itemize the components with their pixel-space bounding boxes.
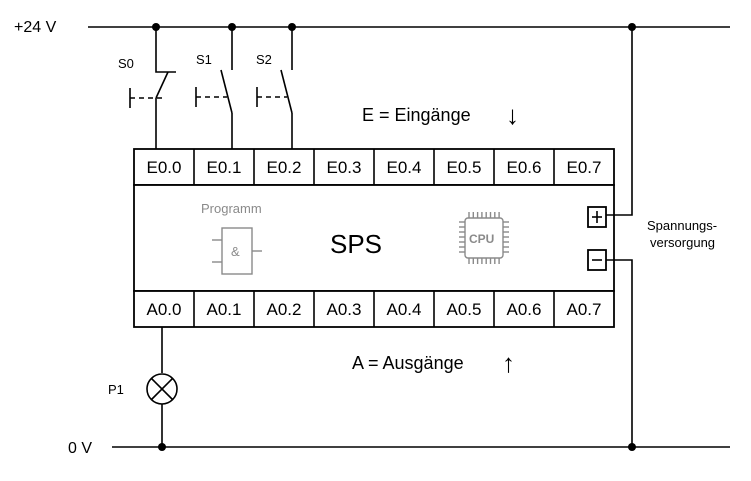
output-cell: A0.1	[207, 300, 242, 319]
input-cell: E0.0	[147, 158, 182, 177]
output-cell: A0.0	[147, 300, 182, 319]
switch-s0-label: S0	[118, 56, 134, 71]
power-label-line2: versorgung	[650, 235, 715, 250]
lamp-label: P1	[108, 382, 124, 397]
cpu-label: CPU	[469, 232, 494, 246]
switch-s1: S1	[195, 27, 233, 149]
input-cell: E0.1	[207, 158, 242, 177]
input-cell: E0.4	[387, 158, 422, 177]
output-cell: A0.4	[387, 300, 422, 319]
plc-title: SPS	[330, 229, 382, 259]
switch-s2: S2	[256, 27, 293, 149]
switch-s1-label: S1	[196, 52, 212, 67]
input-row: E0.0 E0.1 E0.2 E0.3 E0.4 E0.5 E0.6 E0.7	[133, 148, 615, 186]
power-minus-terminal	[587, 249, 607, 271]
lamp-p1: P1	[108, 327, 178, 447]
switch-s2-label: S2	[256, 52, 272, 67]
output-cell: A0.2	[267, 300, 302, 319]
power-label-line1: Spannungs-	[647, 218, 717, 233]
output-cell: A0.7	[567, 300, 602, 319]
input-cell: E0.6	[507, 158, 542, 177]
outputs-caption: A = Ausgänge	[352, 353, 464, 373]
plc-body: Programm & SPS CPU	[133, 184, 615, 292]
input-cell: E0.2	[267, 158, 302, 177]
output-cell: A0.6	[507, 300, 542, 319]
output-row: A0.0 A0.1 A0.2 A0.3 A0.4 A0.5 A0.6 A0.7	[133, 290, 615, 328]
inputs-caption: E = Eingänge	[362, 105, 471, 125]
top-rail-label: +24 V	[14, 19, 57, 36]
input-cell: E0.7	[567, 158, 602, 177]
supply-plus-wire	[606, 27, 633, 216]
power-plus-terminal	[587, 206, 607, 228]
down-arrow-icon: ↓	[506, 100, 519, 130]
cpu-icon: CPU	[459, 212, 509, 264]
output-cell: A0.3	[327, 300, 362, 319]
switch-s0: S0	[118, 27, 176, 149]
bottom-rail-label: 0 V	[68, 440, 92, 457]
input-cell: E0.5	[447, 158, 482, 177]
up-arrow-icon: ↑	[502, 348, 515, 378]
and-gate-icon: &	[212, 227, 262, 275]
output-cell: A0.5	[447, 300, 482, 319]
gate-symbol: &	[231, 244, 240, 259]
input-cell: E0.3	[327, 158, 362, 177]
program-label: Programm	[201, 201, 262, 216]
supply-minus-wire	[606, 259, 633, 447]
